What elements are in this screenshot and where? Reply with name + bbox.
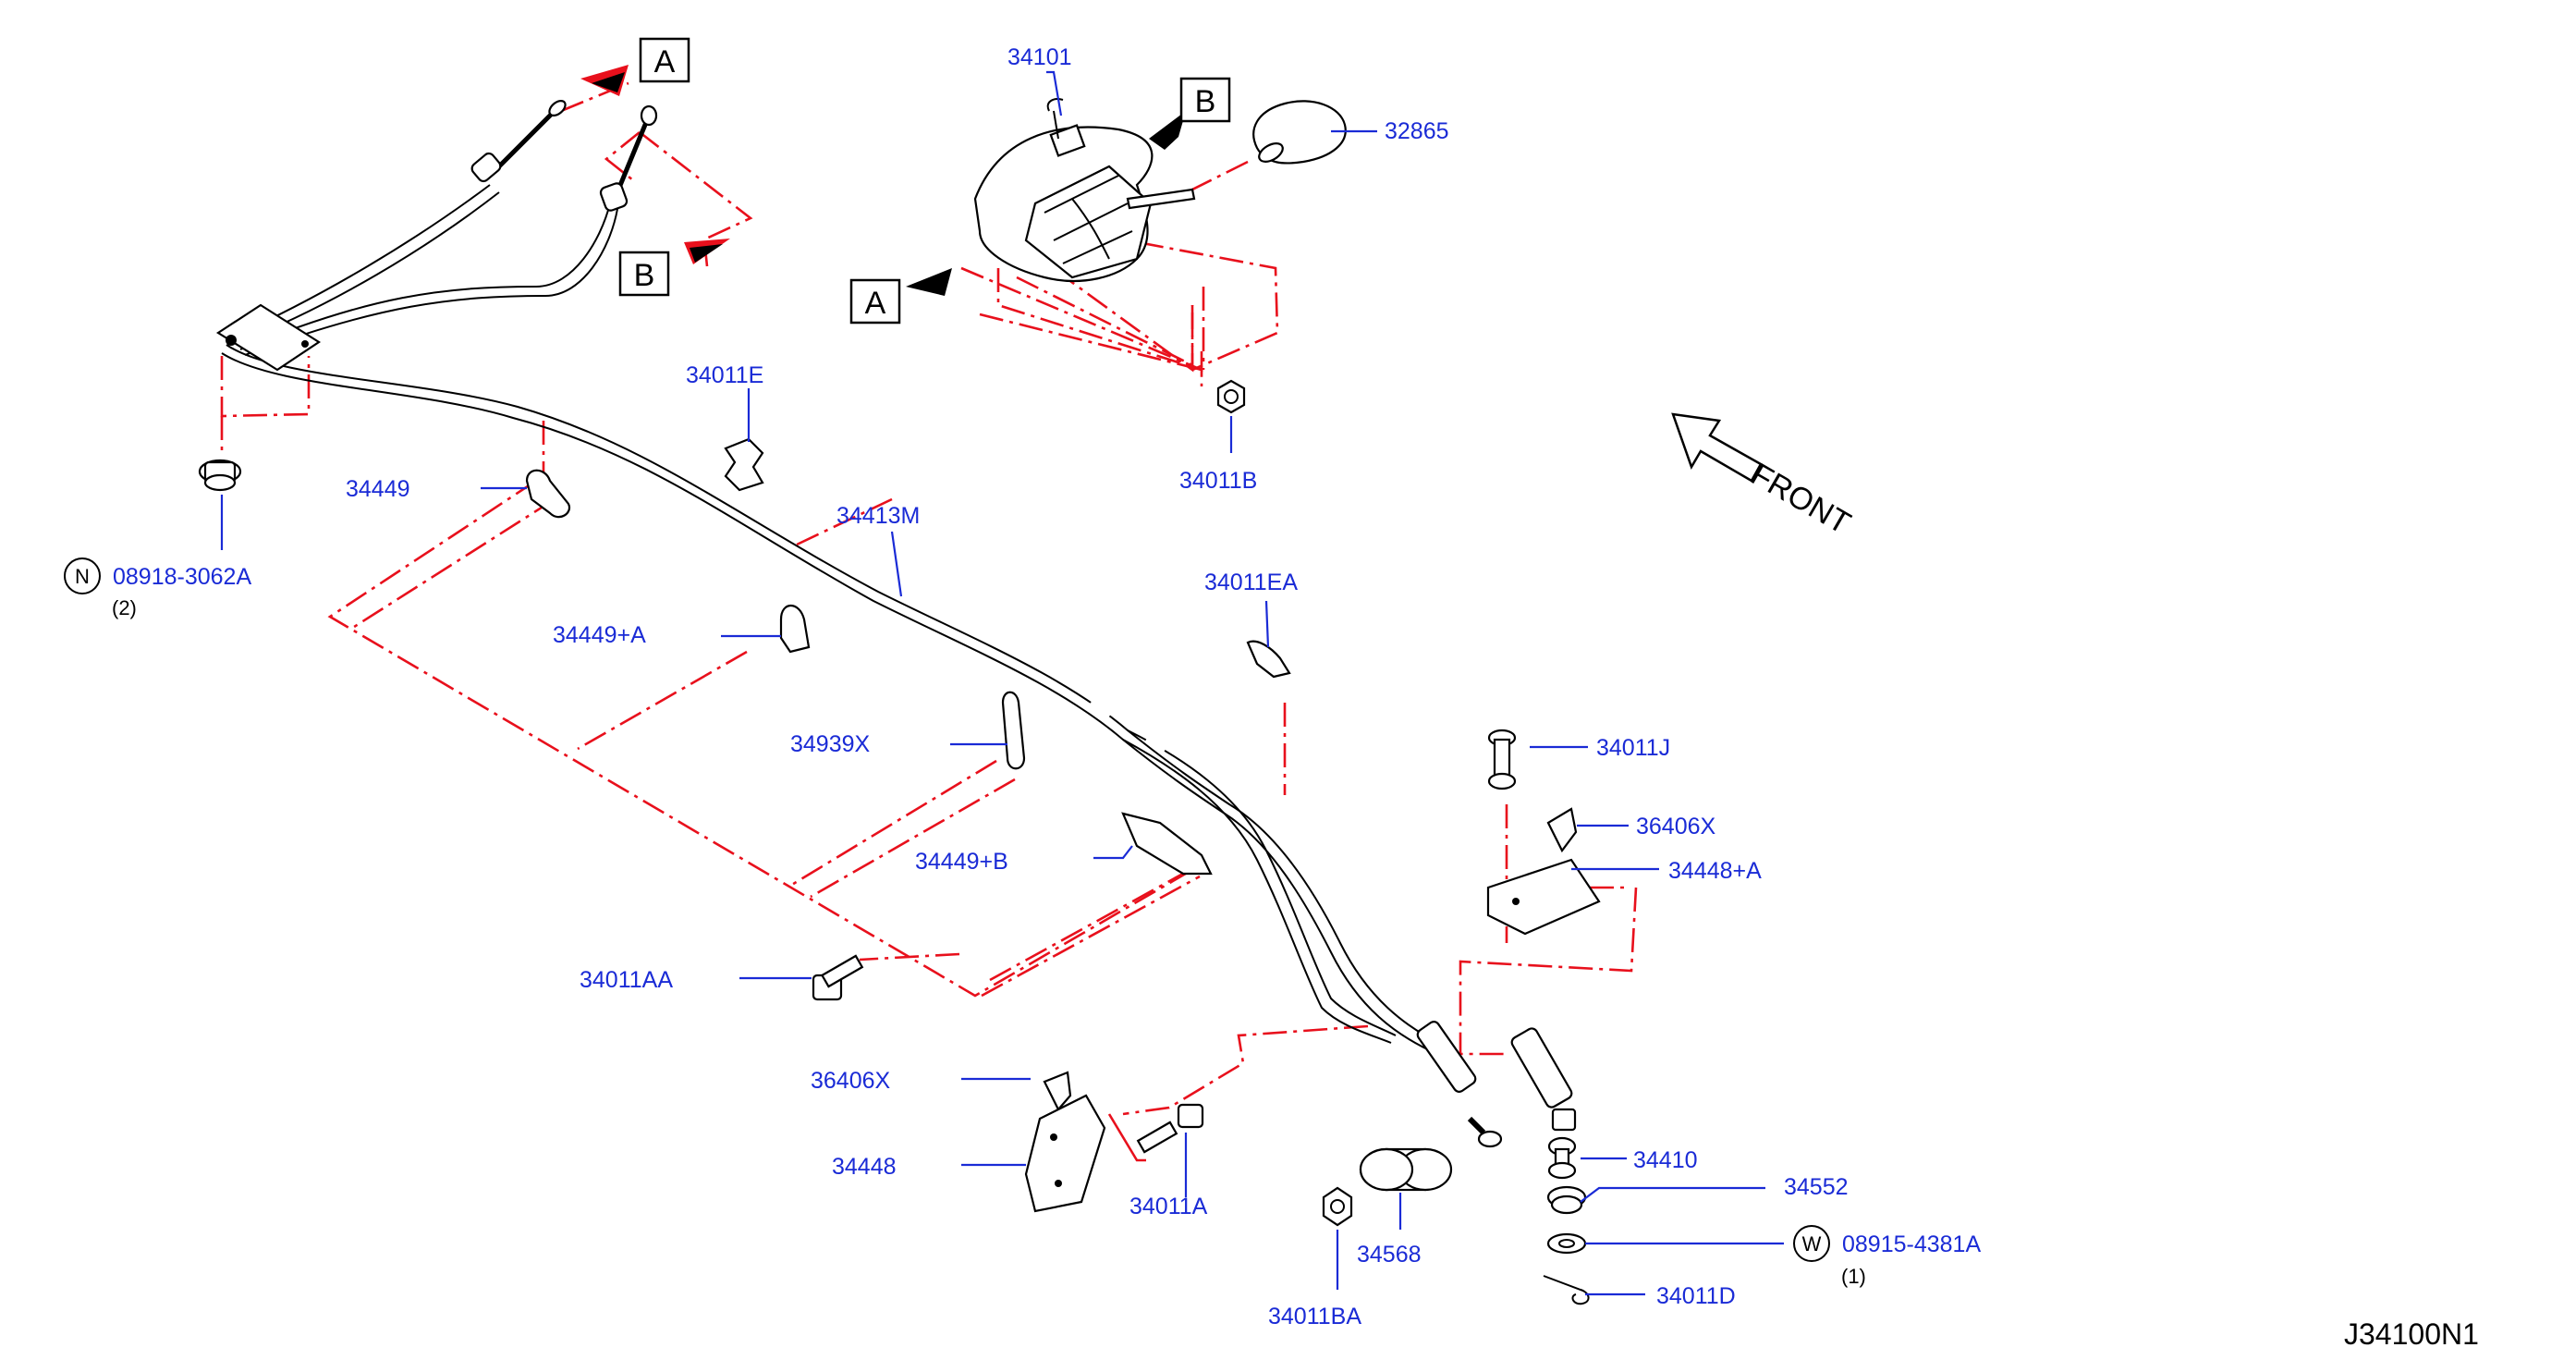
washer-qty: (1): [1841, 1265, 1866, 1288]
clip-34449-A: [779, 604, 811, 654]
clip-34939X: [1001, 691, 1026, 770]
label-34449-B: 34449+B: [915, 849, 1008, 875]
view-marker-b-left: B: [618, 251, 670, 297]
bolt-34011J: [1487, 729, 1517, 790]
label-34011B: 34011B: [1179, 468, 1257, 494]
bracket-34448: [1024, 1094, 1106, 1213]
label-08918-3062A: 08918-3062A: [113, 564, 251, 590]
bolt-34011A: [1136, 1103, 1204, 1154]
label-08915-4381A: 08915-4381A: [1842, 1231, 1981, 1257]
label-34939X: 34939X: [790, 731, 871, 757]
standard-part-nut: N 08918-3062A (2): [64, 557, 251, 619]
washer-08915-4381A: [1546, 1232, 1587, 1255]
label-34410: 34410: [1633, 1147, 1698, 1173]
cable-bracket: [215, 303, 322, 372]
view-marker-a-top: A: [639, 37, 690, 83]
nut-symbol: N: [75, 565, 90, 588]
label-34011BA: 34011BA: [1268, 1304, 1361, 1329]
label-34449: 34449: [346, 476, 410, 502]
label-36406X-upper: 36406X: [1636, 814, 1716, 839]
label-34101: 34101: [1007, 44, 1072, 70]
snap-pin-34011D: [1543, 1275, 1590, 1305]
nut-34011BA: [1322, 1186, 1353, 1227]
svg-text:B: B: [634, 258, 655, 293]
label-34011AA: 34011AA: [580, 967, 673, 993]
washer-symbol: W: [1802, 1232, 1822, 1256]
label-34413M: 34413M: [836, 503, 920, 529]
part-labels: 34101 32865 34011B 34011E 34449 34413M 3…: [346, 44, 1849, 1329]
svg-text:A: A: [865, 286, 886, 321]
bracket-34448-A: [1486, 858, 1601, 936]
label-32865: 32865: [1385, 118, 1449, 144]
svg-text:A: A: [654, 44, 676, 80]
bushing-34568: [1359, 1147, 1453, 1192]
shift-cable-assembly: [221, 184, 1443, 1055]
clip-34011EA: [1246, 640, 1291, 679]
label-34011D: 34011D: [1656, 1283, 1736, 1309]
label-36406X-lower: 36406X: [811, 1068, 891, 1094]
nut-08918-3062A: [198, 459, 242, 492]
cable-rod-ends: [470, 99, 658, 212]
label-34011A: 34011A: [1129, 1194, 1208, 1219]
shift-knob: [1252, 100, 1347, 165]
bolt-34011AA: [812, 954, 864, 1001]
standard-part-washer: W 08915-4381A (1): [1793, 1225, 1981, 1288]
label-34011EA: 34011EA: [1204, 570, 1298, 595]
label-34448: 34448: [832, 1154, 897, 1180]
label-34011E: 34011E: [686, 362, 763, 388]
view-marker-b-shifter: B: [1179, 77, 1231, 123]
clip-34011E: [724, 437, 764, 492]
pin-34410: [1547, 1136, 1577, 1180]
shift-control-device: [973, 98, 1196, 283]
label-34011J: 34011J: [1596, 735, 1670, 761]
cable-lower-ends: [1416, 1021, 1577, 1148]
clip-36406X-upper: [1546, 807, 1578, 853]
bushing-34552: [1546, 1185, 1587, 1215]
bracket-34449-B: [1121, 812, 1213, 876]
front-arrow-icon: [1671, 412, 1763, 483]
mounting-dash-lines: [220, 81, 1638, 1167]
view-marker-a-shifter: A: [849, 278, 901, 325]
label-34448-A: 34448+A: [1668, 858, 1762, 884]
clip-34449: [525, 469, 571, 519]
leader-lines: [220, 70, 1784, 1296]
diagram-id: J34100N1: [2344, 1317, 2479, 1351]
arrow-icon: [580, 65, 1186, 296]
front-label: FRONT: [1745, 457, 1856, 541]
svg-text:B: B: [1195, 84, 1216, 119]
nut-34011B: [1216, 379, 1246, 414]
clip-36406X-lower: [1043, 1071, 1072, 1111]
label-34552: 34552: [1784, 1174, 1849, 1200]
label-34449-A: 34449+A: [553, 622, 646, 648]
label-34568: 34568: [1357, 1242, 1422, 1268]
nut-qty: (2): [112, 596, 137, 619]
